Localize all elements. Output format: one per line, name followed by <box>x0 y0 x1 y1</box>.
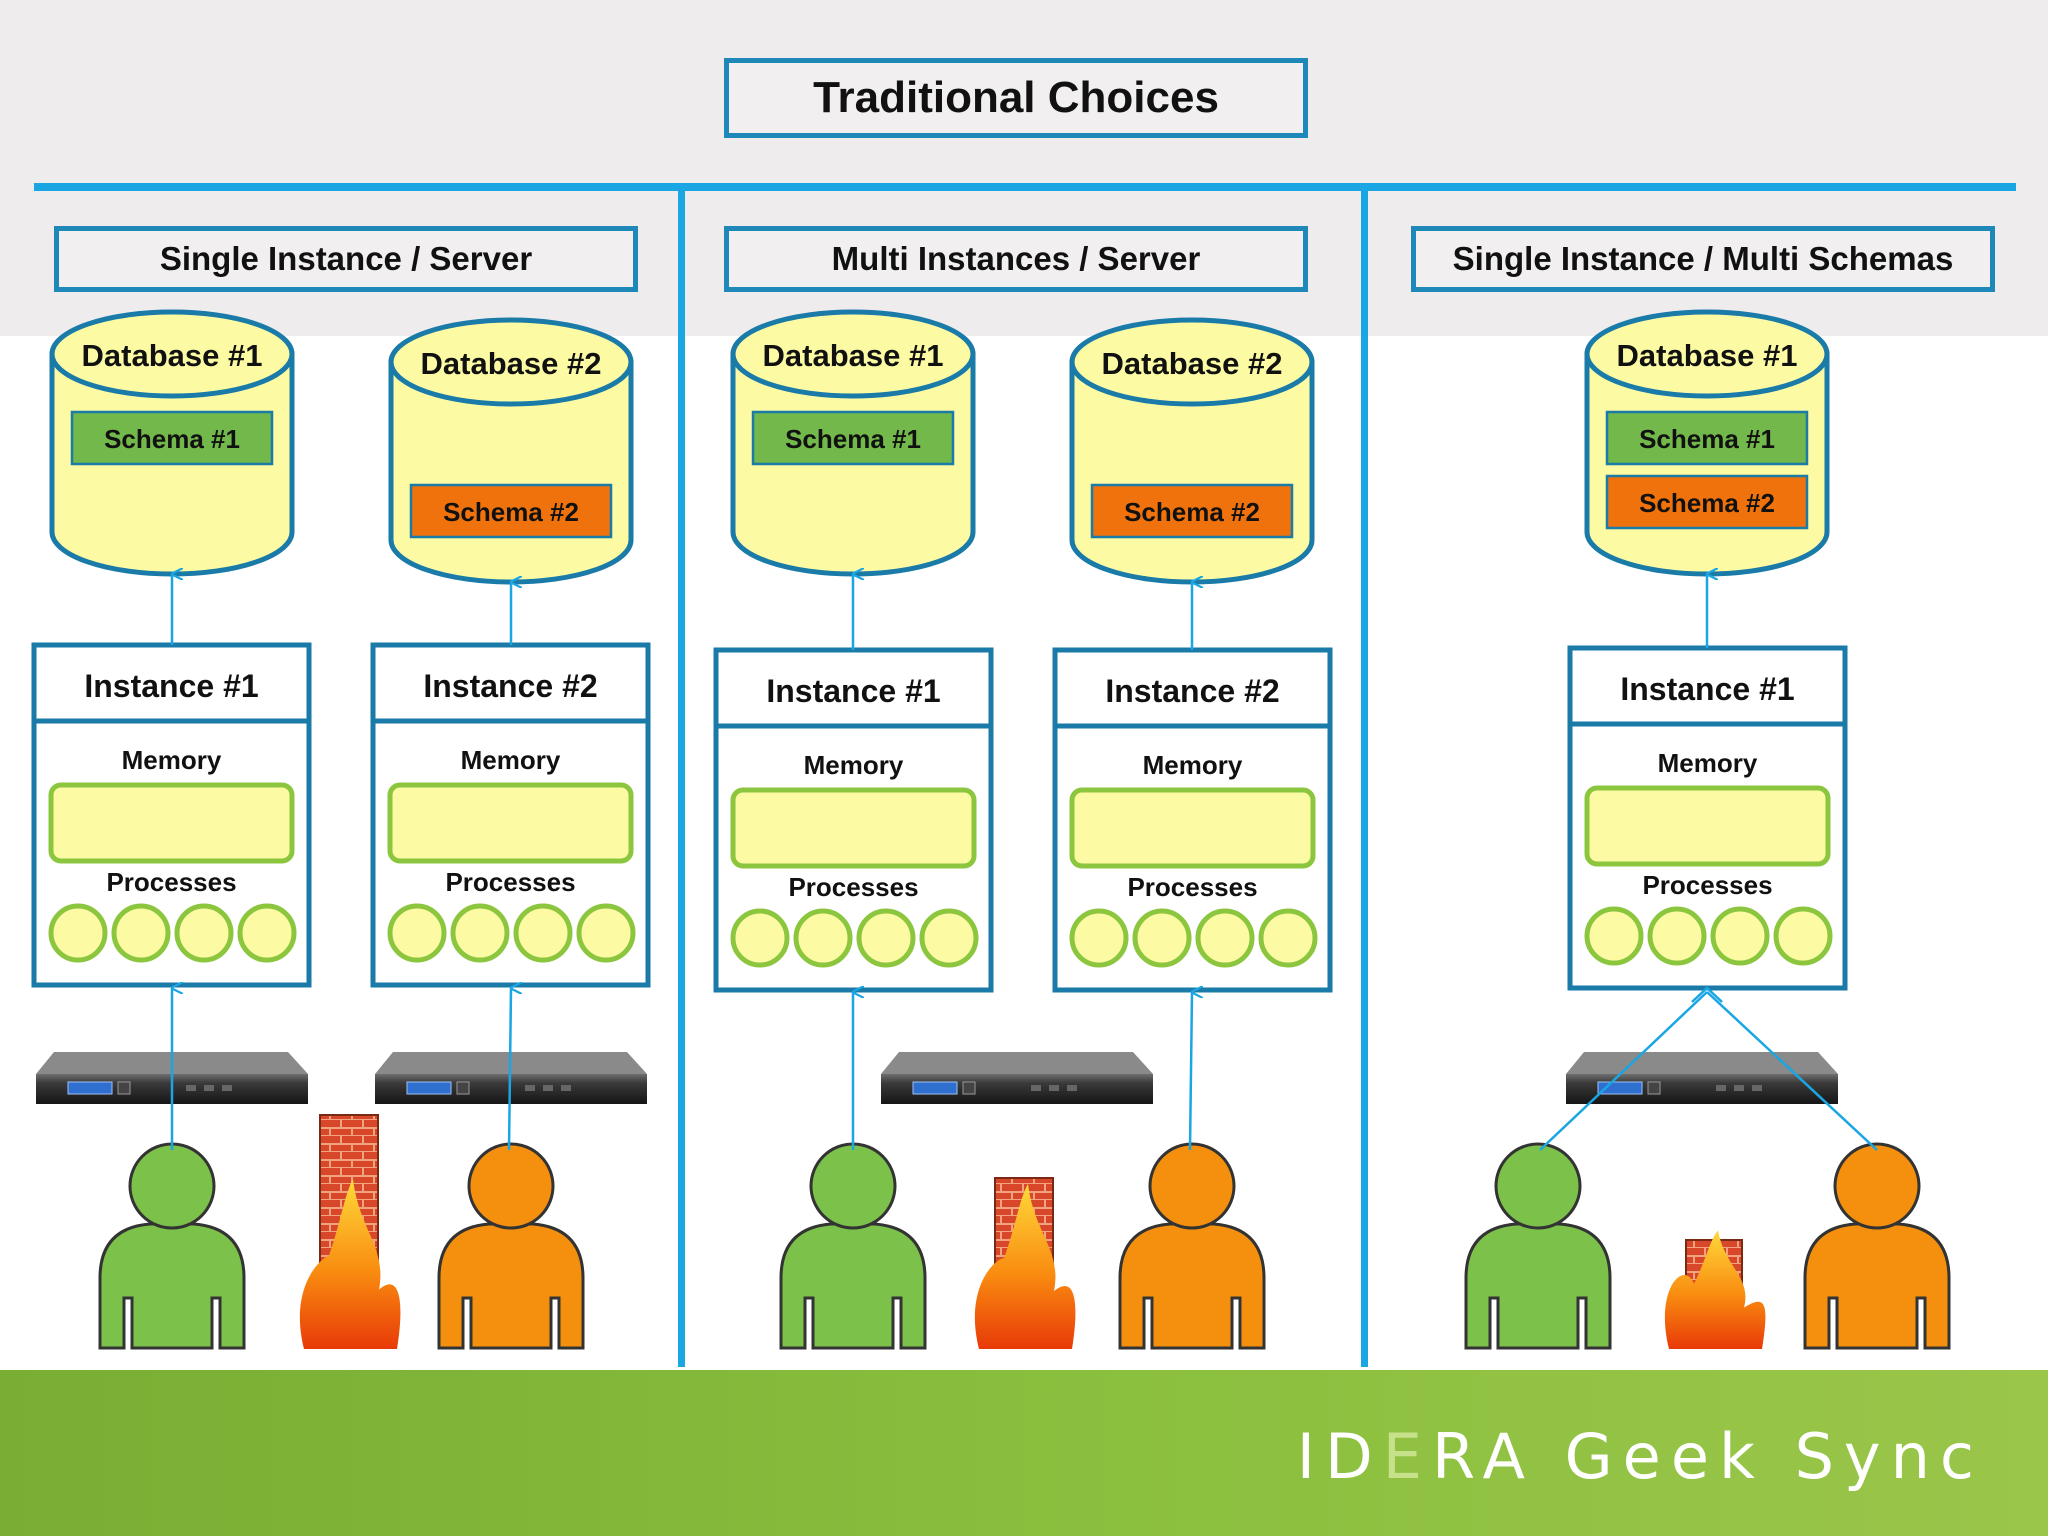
database-cylinder-icon: Database #1 Schema #1 Schema #2 <box>1584 309 1830 577</box>
schema-label: Schema #1 <box>1639 424 1775 454</box>
firewall-icon <box>974 1177 1076 1349</box>
schema-box: Schema #1 <box>751 410 955 466</box>
user-icon <box>1803 1142 1951 1350</box>
database-title: Database #1 <box>763 338 944 373</box>
schema-label: Schema #2 <box>1639 488 1775 518</box>
process-circle <box>450 903 510 963</box>
flame-icon <box>974 1183 1076 1349</box>
memory-label: Memory <box>804 750 904 780</box>
process-circle <box>1584 906 1644 966</box>
user-icon <box>437 1142 585 1350</box>
memory-block <box>1069 787 1316 869</box>
section-heading-1: Single Instance / Server <box>54 226 638 292</box>
process-circle <box>1647 906 1707 966</box>
process-circle <box>730 908 790 968</box>
database-cylinder-icon: Database #2 Schema #2 <box>388 317 634 585</box>
memory-block <box>387 782 634 864</box>
schema-box: Schema #2 <box>409 483 613 539</box>
process-circle <box>919 908 979 968</box>
schema-label: Schema #2 <box>443 497 579 527</box>
process-circle <box>856 908 916 968</box>
memory-label: Memory <box>1658 748 1758 778</box>
process-circle <box>174 903 234 963</box>
page-title: Traditional Choices <box>724 58 1308 138</box>
schema-label: Schema #1 <box>785 424 921 454</box>
process-circle <box>1132 908 1192 968</box>
process-circle <box>793 908 853 968</box>
firewall-icon <box>299 1114 401 1349</box>
memory-block <box>1584 785 1831 867</box>
instance-title: Instance #2 <box>423 668 597 704</box>
schema-label: Schema #2 <box>1124 497 1260 527</box>
processes-label: Processes <box>1127 872 1257 902</box>
processes-label: Processes <box>106 867 236 897</box>
arrow-user-to-instance <box>1188 992 1192 1151</box>
processes-label: Processes <box>445 867 575 897</box>
schema-box: Schema #2 <box>1090 483 1294 539</box>
memory-block <box>48 782 295 864</box>
user-icon <box>1118 1142 1266 1350</box>
user-icon <box>779 1142 927 1350</box>
section-divider-2 <box>1361 187 1368 1367</box>
instance-title: Instance #1 <box>84 668 258 704</box>
database-cylinder-icon: Database #1 Schema #1 <box>49 309 295 577</box>
process-circle <box>1069 908 1129 968</box>
schema-box: Schema #2 <box>1605 474 1809 530</box>
user-icon <box>98 1142 246 1350</box>
schema-label: Schema #1 <box>104 424 240 454</box>
instance-title: Instance #2 <box>1105 673 1279 709</box>
process-circle <box>1195 908 1255 968</box>
process-circle <box>237 903 297 963</box>
process-circle <box>1258 908 1318 968</box>
process-circle <box>111 903 171 963</box>
arrow-user-to-instance <box>507 988 511 1151</box>
process-circle <box>513 903 573 963</box>
database-title: Database #2 <box>1102 346 1283 381</box>
process-circle <box>387 903 447 963</box>
memory-label: Memory <box>1143 750 1243 780</box>
process-circle <box>1773 906 1833 966</box>
database-cylinder-icon: Database #2 Schema #2 <box>1069 317 1315 585</box>
flame-icon <box>299 1179 401 1349</box>
memory-block <box>730 787 977 869</box>
database-title: Database #1 <box>1617 338 1798 373</box>
process-circle <box>48 903 108 963</box>
link-user-to-instance <box>1539 991 1708 1151</box>
schema-box: Schema #1 <box>70 410 274 466</box>
process-circle <box>1710 906 1770 966</box>
server-rack-icon <box>1566 1052 1838 1104</box>
flame-icon <box>1664 1230 1766 1349</box>
database-cylinder-icon: Database #1 Schema #1 <box>730 309 976 577</box>
section-divider-1 <box>678 187 685 1367</box>
process-circle <box>576 903 636 963</box>
top-divider <box>34 183 2016 191</box>
firewall-icon <box>1664 1230 1766 1349</box>
server-rack-icon <box>881 1052 1153 1104</box>
link-user-to-instance <box>1706 991 1878 1151</box>
section-heading-3: Single Instance / Multi Schemas <box>1411 226 1995 292</box>
brand-logo: IDERA Geek Sync <box>1296 1420 1984 1493</box>
section-heading-2: Multi Instances / Server <box>724 226 1308 292</box>
processes-label: Processes <box>788 872 918 902</box>
instance-title: Instance #1 <box>1620 671 1794 707</box>
schema-box: Schema #1 <box>1605 410 1809 466</box>
memory-label: Memory <box>122 745 222 775</box>
user-icon <box>1464 1142 1612 1350</box>
processes-label: Processes <box>1642 870 1772 900</box>
database-title: Database #2 <box>421 346 602 381</box>
database-title: Database #1 <box>82 338 263 373</box>
instance-title: Instance #1 <box>766 673 940 709</box>
arrow-head <box>1691 986 1723 1003</box>
memory-label: Memory <box>461 745 561 775</box>
footer-band <box>0 1370 2048 1536</box>
